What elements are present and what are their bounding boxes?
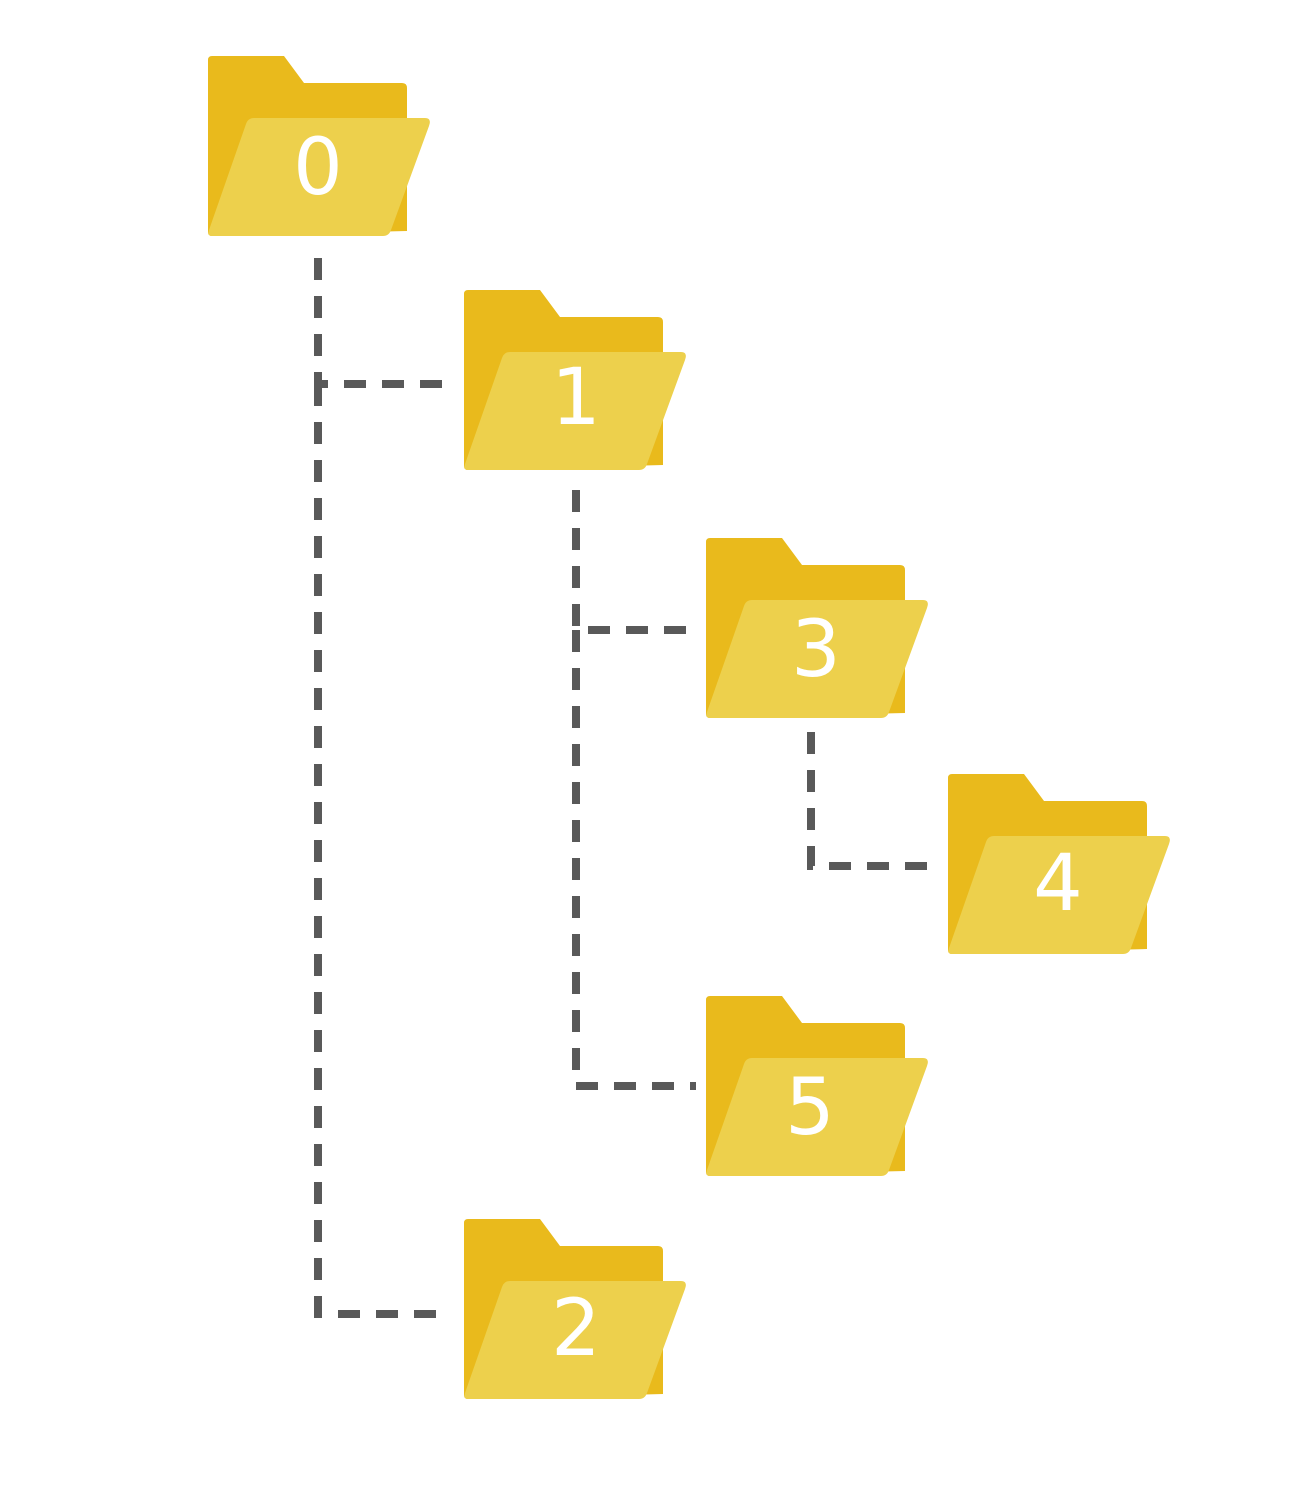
folder-node-5[interactable]: 5 [706, 996, 928, 1176]
connectors [314, 258, 932, 1318]
folder-node-0[interactable]: 0 [208, 56, 430, 236]
folder-label-3: 3 [791, 605, 841, 695]
folder-node-3[interactable]: 3 [706, 538, 928, 718]
folder-label-5: 5 [785, 1063, 835, 1153]
folder-label-1: 1 [551, 353, 601, 443]
connector-0-2 [314, 384, 448, 1318]
connector-3-4 [807, 732, 932, 870]
folder-node-4[interactable]: 4 [948, 774, 1170, 954]
folder-label-2: 2 [551, 1284, 601, 1374]
connector-1-3 [572, 490, 690, 634]
folder-node-1[interactable]: 1 [464, 290, 686, 470]
connector-1-5 [572, 630, 696, 1090]
connector-0-1 [314, 258, 448, 388]
folder-label-4: 4 [1033, 839, 1083, 929]
folder-node-2[interactable]: 2 [464, 1219, 686, 1399]
folder-label-0: 0 [293, 123, 343, 213]
